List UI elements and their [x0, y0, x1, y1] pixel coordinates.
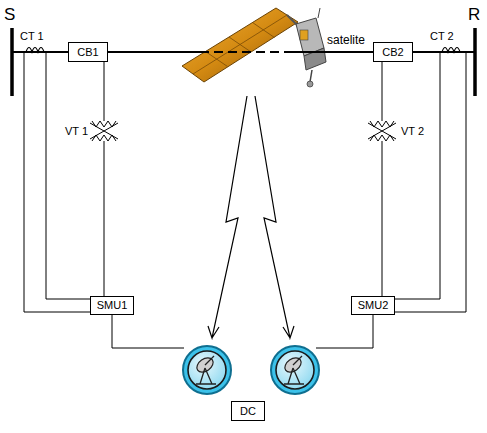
box-text: CB1 — [77, 47, 98, 58]
antenna-dish — [271, 346, 319, 394]
bus-label: R — [468, 6, 480, 23]
satellite-picture — [182, 8, 326, 87]
measurement-unit-box: SMU1 — [90, 296, 134, 315]
ct-wire — [46, 52, 90, 299]
vt-wire — [382, 52, 383, 121]
vt-wire — [104, 141, 105, 296]
box-text: SMU2 — [358, 300, 389, 311]
ct-symbol — [26, 48, 44, 53]
vt-wire — [104, 52, 105, 121]
ct-label: CT 1 — [20, 31, 44, 42]
box-text: DC — [240, 406, 256, 417]
ct-wire — [24, 52, 90, 312]
breaker-box: CB2 — [373, 42, 413, 62]
vt-label: VT 2 — [401, 126, 424, 137]
data-center-box: DC — [231, 401, 265, 421]
vt-symbol — [90, 121, 118, 141]
bus-label: S — [4, 6, 15, 23]
ct-wire — [395, 52, 466, 312]
bus-bar — [10, 28, 14, 96]
box-text: SMU1 — [97, 300, 128, 311]
vt-label: VT 1 — [65, 126, 88, 137]
comm-wire — [112, 315, 184, 348]
breaker-box: CB1 — [68, 42, 108, 62]
measurement-unit-box: SMU2 — [351, 296, 395, 315]
comm-wire — [316, 315, 373, 348]
satellite-label: satelite — [327, 34, 365, 46]
line-segment — [290, 51, 373, 53]
vt-symbol — [368, 121, 396, 141]
vt-wire — [382, 141, 383, 296]
bus-bar — [473, 28, 477, 96]
transmission-line — [108, 52, 373, 53]
ct-label: CT 2 — [430, 31, 454, 42]
ct-symbol — [442, 48, 460, 53]
antenna-dish — [183, 346, 231, 394]
line-segment — [108, 51, 200, 53]
dashed-line-segment — [200, 51, 290, 53]
radio-link — [255, 96, 294, 338]
ct-wire — [395, 52, 440, 299]
box-text: CB2 — [382, 47, 403, 58]
radio-link — [208, 96, 247, 338]
